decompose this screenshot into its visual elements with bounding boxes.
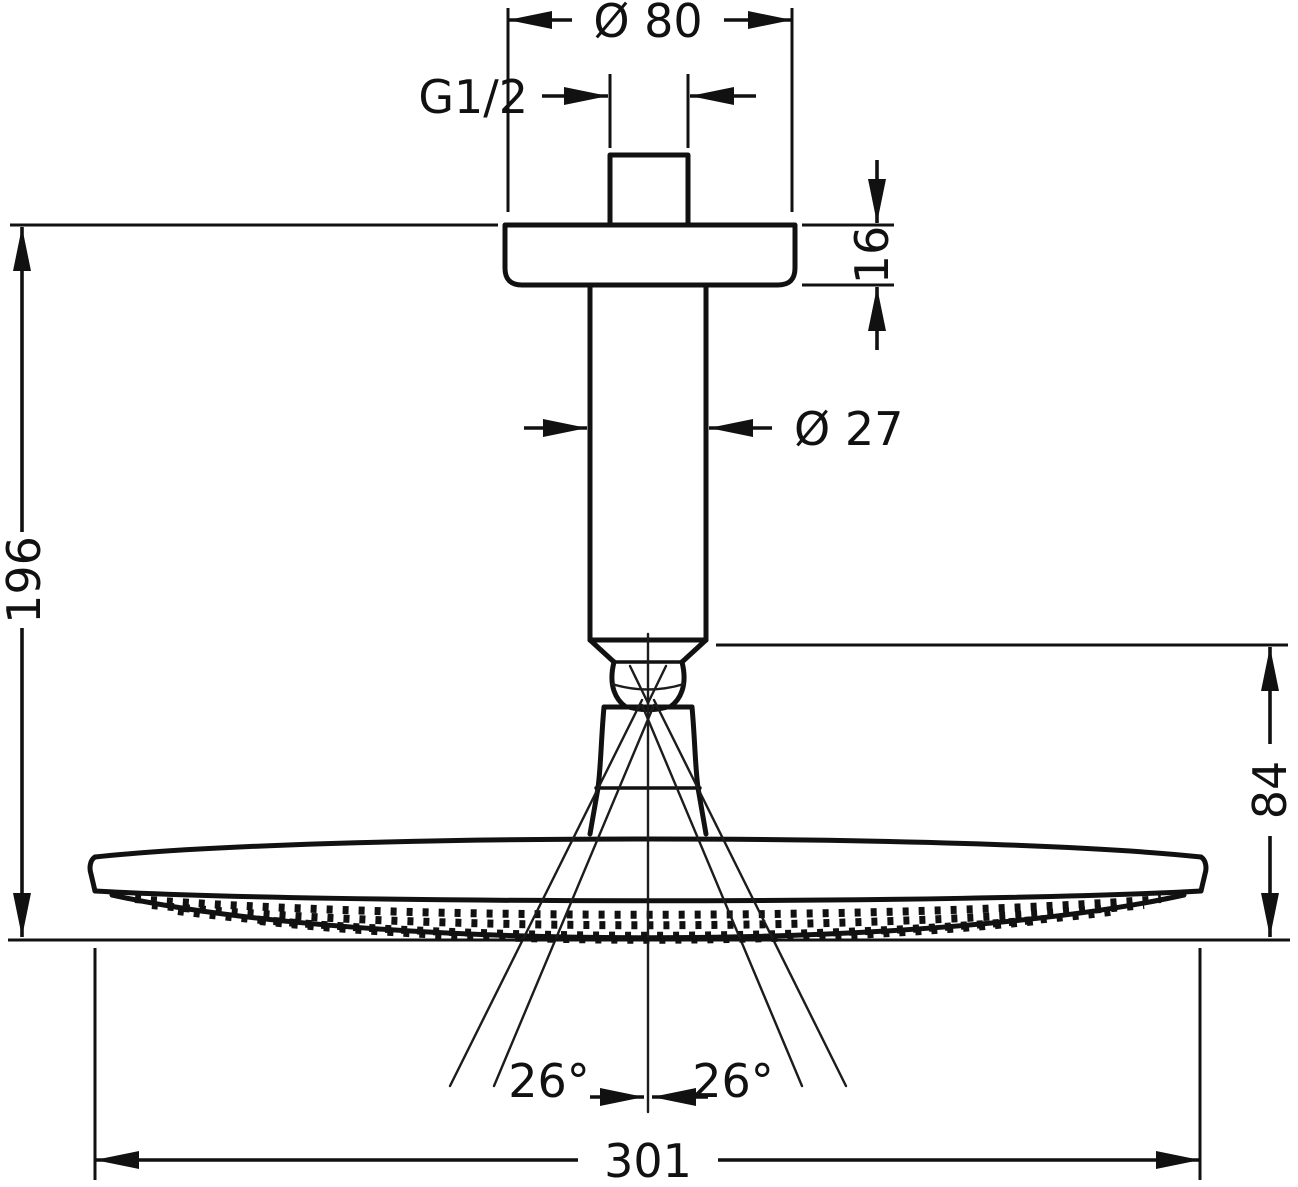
spray-cone bbox=[448, 632, 848, 1114]
taper-right bbox=[679, 637, 709, 665]
block-right-side bbox=[689, 704, 701, 791]
ceiling-flange-outline bbox=[502, 222, 798, 288]
dimension-head-offset-height: 84 bbox=[716, 643, 1297, 937]
nozzle-cone-left bbox=[628, 664, 650, 705]
dim-label-arm-diameter: Ø 27 bbox=[794, 402, 903, 456]
nozzle-cone-right bbox=[646, 664, 668, 705]
head-right-cap bbox=[1198, 854, 1209, 894]
collar-right-side bbox=[695, 785, 709, 837]
dim-label-flange-height: 16 bbox=[845, 226, 899, 285]
dim-label-spray-angle-right: 26° bbox=[692, 1054, 774, 1108]
dim-label-overall-height: 196 bbox=[0, 536, 51, 624]
dimension-head-diameter: 301 bbox=[93, 948, 1202, 1187]
spray-line-inner-left bbox=[492, 703, 656, 1088]
dim-label-head-diameter: 301 bbox=[604, 1134, 692, 1187]
dim-label-head-offset-height: 84 bbox=[1243, 761, 1297, 820]
collar-left-side bbox=[587, 785, 601, 837]
spray-line-inner-right bbox=[640, 703, 804, 1088]
dimension-flange-diameter: Ø 80 bbox=[506, 0, 794, 212]
dimension-flange-height: 16 bbox=[802, 160, 899, 350]
spray-line-outer-left bbox=[448, 698, 644, 1088]
thread-stub-outline bbox=[607, 152, 691, 228]
spray-line-outer-right bbox=[652, 698, 848, 1088]
dim-label-flange-diameter: Ø 80 bbox=[593, 0, 702, 48]
dim-label-spray-angle-left: 26° bbox=[508, 1054, 590, 1108]
dim-label-thread-size: G1/2 bbox=[418, 70, 528, 124]
dimension-arm-diameter: Ø 27 bbox=[524, 402, 903, 456]
dimension-overall-height: 196 bbox=[0, 223, 498, 937]
taper-left bbox=[587, 637, 617, 665]
head-left-cap bbox=[87, 854, 98, 894]
block-left-side bbox=[595, 704, 607, 791]
dimension-thread-size: G1/2 bbox=[418, 70, 756, 148]
dimension-spray-angle: 26° 26° bbox=[508, 1054, 774, 1108]
